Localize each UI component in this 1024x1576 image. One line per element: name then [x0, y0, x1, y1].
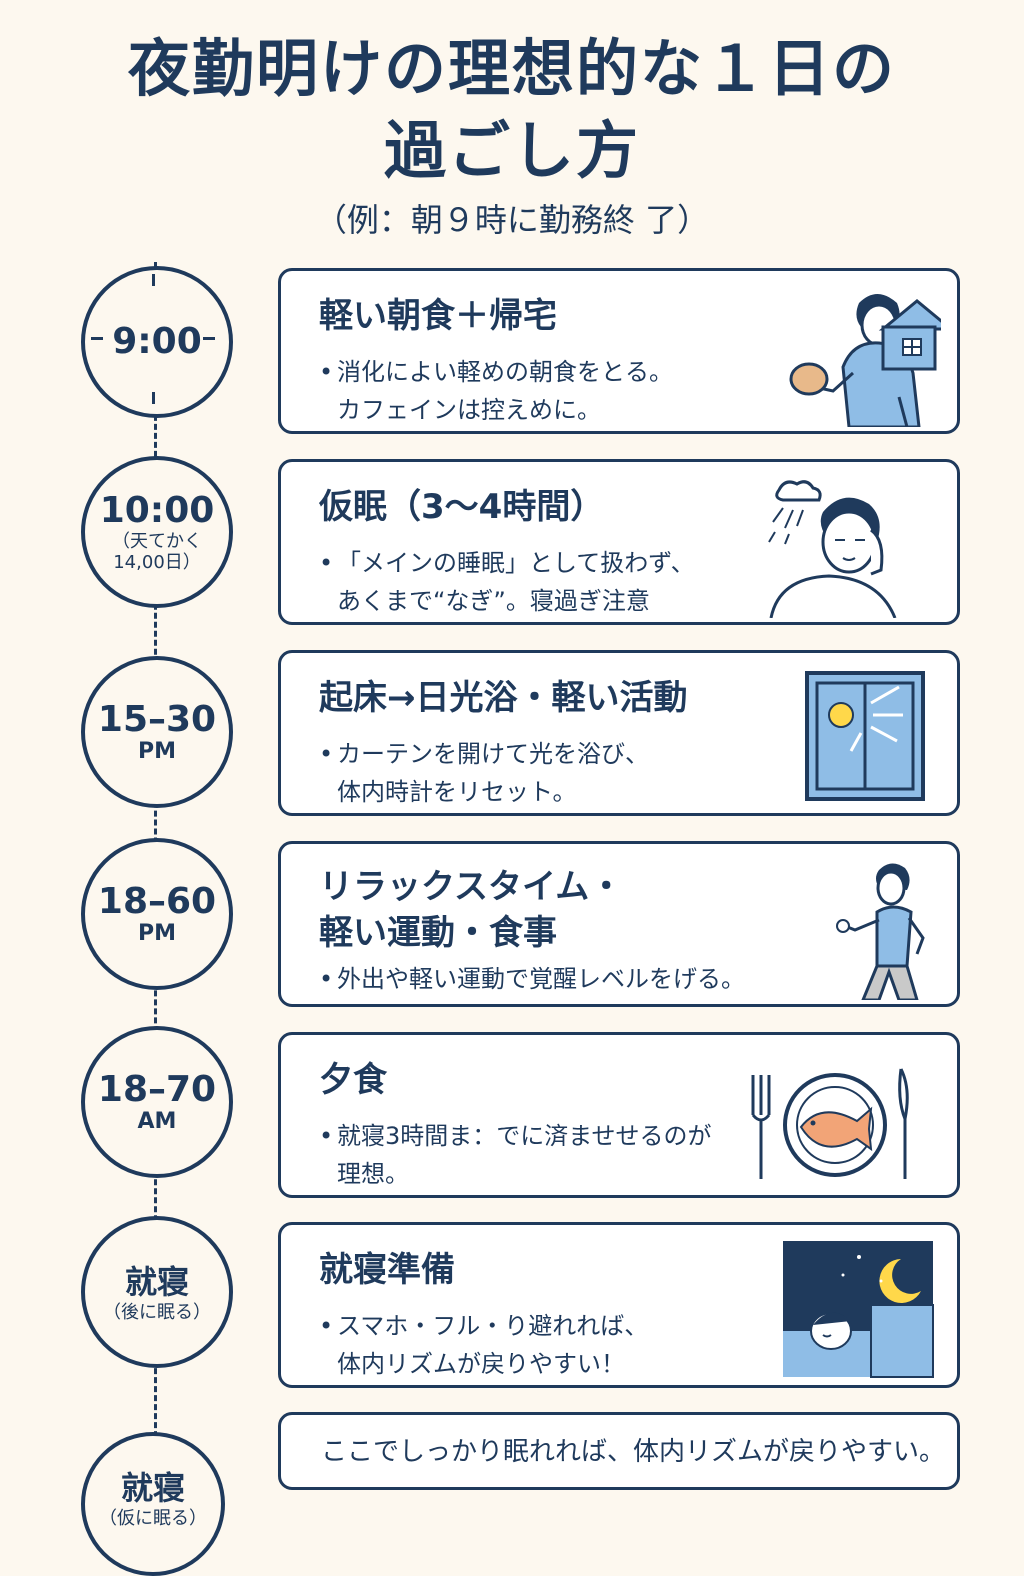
time-circle-2: 10:00 （天てかく 14,00日） [81, 456, 233, 608]
time-circle-5: 18–70 AM [81, 1026, 233, 1178]
card-body-line: 理想。 [337, 1160, 409, 1188]
card-heading-line: 軽い運動・食事 [319, 913, 557, 953]
schedule-card-4: リラックスタイム・ 軽い運動・食事 •外出や軽い運動で覚醒レベルをげる。 [278, 841, 960, 1007]
plate-with-fish-icon [751, 1068, 909, 1179]
time-sublabel: PM [137, 921, 177, 946]
time-label: 10:00 [99, 490, 215, 531]
time-label: 9:00 [112, 321, 202, 362]
schedule-card-1: 軽い朝食＋帰宅 •消化によい軽めの朝食をとる。 カフェインは控えめに。 [278, 268, 960, 434]
time-sublabel: AM [137, 1109, 177, 1134]
time-label: 15–30 [97, 699, 217, 740]
card-heading: 起床→日光浴・軽い活動 [319, 678, 688, 718]
card-heading: 就寝準備 [319, 1250, 455, 1290]
card-body-line: 消化によい軽めの朝食をとる。 [337, 358, 673, 386]
card-body: •外出や軽い運動で覚醒レベルをげる。 [319, 965, 745, 993]
card-body-line: 体内時計をリセット。 [337, 778, 577, 806]
time-sublabel: （仮に眠る） [99, 1508, 207, 1529]
summary-text: ここでしっかり眠れれば、体内リズムが戻りやすい。 [321, 1437, 946, 1467]
card-body-line: カフェインは控えめに。 [337, 396, 601, 424]
time-sublabel: （後に眠る） [103, 1301, 211, 1323]
time-sublabel: PM [137, 739, 177, 764]
card-heading: 軽い朝食＋帰宅 [319, 296, 557, 336]
time-label: 18–70 [97, 1069, 217, 1110]
schedule-card-5: 夕食 •就寝3時間ま：でに済ませせるのが 理想。 [278, 1032, 960, 1198]
card-body-line: 体内リズムが戻りやすい！ [337, 1350, 625, 1378]
page-title-line2: 過ごし方 [383, 114, 640, 187]
sunny-window-icon [805, 671, 925, 801]
time-label: 就寝 [120, 1469, 185, 1507]
schedule-card-2: 仮眠（3〜4時間） •「メインの睡眠」として扱わず、 あくまで“なぎ”。寝過ぎ注… [278, 459, 960, 625]
card-body: •「メインの睡眠」として扱わず、 あくまで“なぎ”。寝過ぎ注意 [319, 544, 799, 620]
card-body-line: スマホ・フル・り避れれば、 [337, 1312, 649, 1340]
page-subtitle: （例：朝９時に勤務終 了） [314, 201, 710, 239]
sleeping-at-night-icon [783, 1241, 934, 1378]
card-body-line: あくまで“なぎ”。寝過ぎ注意 [337, 587, 650, 615]
card-body-line: 「メインの睡眠」として扱わず、 [337, 549, 695, 577]
time-sublabel: （天てかく 14,00日） [112, 531, 202, 573]
card-body: •就寝3時間ま：でに済ませせるのが 理想。 [319, 1117, 799, 1193]
card-body: •スマホ・フル・り避れれば、 体内リズムが戻りやすい！ [319, 1307, 799, 1383]
summary-card: ここでしっかり眠れれば、体内リズムが戻りやすい。 [278, 1412, 960, 1490]
schedule-card-6: 就寝準備 •スマホ・フル・り避れれば、 体内リズムが戻りやすい！ [278, 1222, 960, 1388]
card-body: •カーテンを開けて光を浴び、 体内時計をリセット。 [319, 735, 799, 811]
schedule-card-3: 起床→日光浴・軽い活動 •カーテンを開けて光を浴び、 体内時計をリセット。 [278, 650, 960, 816]
card-heading: 仮眠（3〜4時間） [319, 487, 605, 527]
page-title-line1: 夜勤明けの理想的な１日の [127, 32, 896, 105]
card-body-line: 外出や軽い運動で覚醒レベルをげる。 [337, 965, 745, 993]
clock-tick-top [152, 274, 155, 286]
clock-tick-bottom [152, 392, 155, 404]
sleepy-man-icon [768, 480, 897, 618]
card-body-line: カーテンを開けて光を浴び、 [337, 740, 649, 768]
card-body-line: 就寝3時間ま：でに済ませせるのが [337, 1122, 712, 1150]
time-label: 就寝 [124, 1262, 189, 1301]
clock-tick-right [203, 337, 215, 340]
time-label: 18–60 [97, 881, 217, 922]
card-heading: 夕食 [319, 1060, 387, 1100]
time-circle-7: 就寝 （仮に眠る） [81, 1432, 225, 1576]
clock-tick-left [91, 337, 103, 340]
card-body: •消化によい軽めの朝食をとる。 カフェインは控えめに。 [319, 353, 799, 429]
time-circle-3: 15–30 PM [81, 656, 233, 808]
card-heading: リラックスタイム・ 軽い運動・食事 [319, 864, 623, 956]
time-circle-6: 就寝 （後に眠る） [81, 1216, 233, 1368]
man-with-bread-and-house-icon [789, 294, 941, 427]
walking-man-icon [836, 863, 925, 1000]
time-circle-4: 18–60 PM [81, 838, 233, 990]
time-circle-1: 9:00 [81, 266, 233, 418]
card-heading-line: リラックスタイム・ [319, 867, 624, 907]
